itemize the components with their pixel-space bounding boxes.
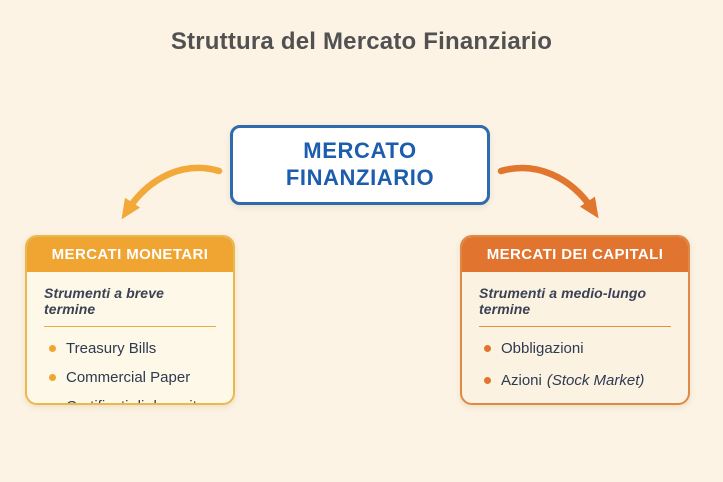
list-item: Treasury Bills (44, 340, 216, 357)
curved-arrow-down-left-icon (121, 164, 223, 220)
capital-markets-item-list: Obbligazioni Azioni(Stock Market) (479, 340, 671, 389)
card-mercati-dei-capitali-header: MERCATI DEI CAPITALI (462, 237, 688, 272)
subtitle-divider (44, 326, 216, 327)
root-node-label-line2: FINANZIARIO (285, 165, 435, 190)
list-item-label: Commercial Paper (66, 369, 191, 386)
bullet-dot-icon (49, 374, 56, 381)
list-item: Obbligazioni (479, 340, 671, 357)
list-item: Azioni(Stock Market) (479, 372, 671, 389)
list-item-label: Certificati di deposito (66, 398, 205, 403)
page-title: Struttura del Mercato Finanziario (170, 28, 553, 55)
list-item-text: Obbligazioni (501, 340, 584, 357)
card-mercati-dei-capitali-body: Strumenti a medio-lungo termine Obbligaz… (462, 272, 688, 389)
bullet-dot-icon (484, 345, 491, 352)
bullet-dot-icon (49, 345, 56, 352)
card-subtitle: Strumenti a breve termine (44, 285, 164, 317)
list-item: Commercial Paper (44, 369, 216, 386)
card-mercati-monetari-header: MERCATI MONETARI (27, 237, 233, 272)
list-item: Certificati di deposito (44, 398, 216, 405)
card-mercati-monetari-body: Strumenti a breve termine Treasury Bills… (27, 272, 233, 405)
subtitle-divider (479, 326, 671, 327)
card-subtitle: Strumenti a medio-lungo termine (479, 285, 647, 317)
node-mercato-finanziario: MERCATO FINANZIARIO (230, 125, 490, 205)
list-item-text: Azioni (501, 372, 542, 389)
card-mercati-monetari: MERCATI MONETARI Strumenti a breve termi… (25, 235, 235, 405)
bullet-dot-icon (49, 403, 56, 405)
list-item-label: Obbligazioni (501, 340, 584, 357)
list-item-note: (Stock Market) (546, 372, 645, 389)
list-item-label: Azioni(Stock Market) (501, 372, 644, 389)
root-node-label-line1: MERCATO (303, 138, 417, 164)
money-markets-item-list: Treasury Bills Commercial Paper Certific… (44, 340, 216, 405)
card-mercati-dei-capitali: MERCATI DEI CAPITALI Strumenti a medio-l… (460, 235, 690, 405)
curved-arrow-down-right-icon (497, 164, 599, 219)
bullet-dot-icon (484, 377, 491, 384)
list-item-label: Treasury Bills (66, 340, 157, 357)
